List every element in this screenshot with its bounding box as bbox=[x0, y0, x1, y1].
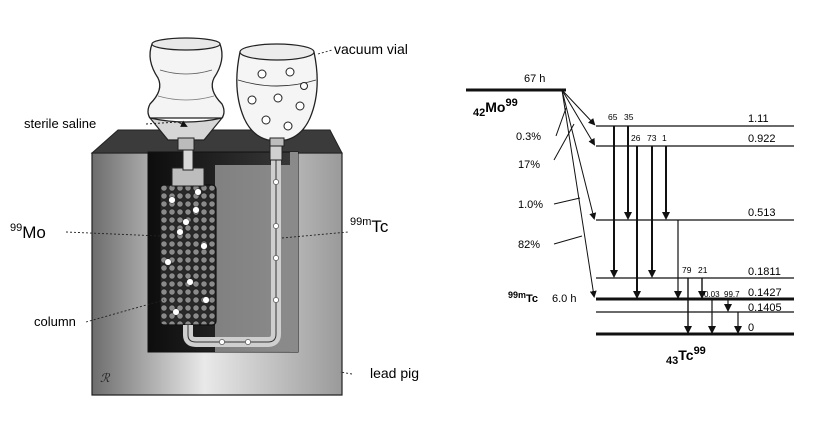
label-column: column bbox=[34, 314, 76, 329]
energy-0-1405: 0.1405 bbox=[748, 302, 782, 314]
column bbox=[159, 184, 217, 326]
gamma-intensity-0-03: 0.03 bbox=[704, 290, 720, 299]
gamma-intensity-79: 79 bbox=[682, 265, 692, 275]
energy-0: 0 bbox=[748, 322, 754, 334]
label-mo-99: 99Mo bbox=[10, 222, 46, 242]
beta-arrow-0-1427 bbox=[561, 89, 597, 298]
beta-branch-0-3: 0.3% bbox=[516, 131, 541, 143]
label-sterile-saline: sterile saline bbox=[24, 116, 96, 131]
beta-arrow-0-922 bbox=[561, 89, 596, 146]
parent-half-life: 67 h bbox=[524, 73, 545, 85]
beta-branch-1-0: 1.0% bbox=[518, 199, 543, 211]
generator-illustration: ℛ vacuum vial sterile saline 99Mo 99mTc … bbox=[10, 37, 419, 396]
publisher-mark: ℛ bbox=[100, 371, 111, 385]
parent-nuclide-label: 42Mo99 bbox=[473, 97, 518, 119]
energy-0-513: 0.513 bbox=[748, 207, 776, 219]
energy-1-11: 1.11 bbox=[748, 113, 769, 125]
lead-pig-top bbox=[90, 129, 343, 154]
decay-scheme: 67 h 42Mo99 1.11 0.922 0.513 0.1811 0.14… bbox=[466, 73, 794, 367]
vacuum-vial bbox=[236, 43, 318, 147]
gamma-intensity-99-7: 99.7 bbox=[724, 290, 740, 299]
gamma-intensity-21: 21 bbox=[698, 265, 708, 275]
gamma-intensity-65: 65 bbox=[608, 112, 618, 122]
gamma-intensity-26: 26 bbox=[631, 133, 641, 143]
saline-bottle bbox=[147, 37, 225, 151]
beta-arrow-0-513 bbox=[561, 89, 597, 220]
beta-arrow-1-11 bbox=[561, 89, 596, 126]
energy-0-1811: 0.1811 bbox=[748, 266, 781, 278]
gamma-intensity-35: 35 bbox=[624, 112, 634, 122]
beta-branch-17: 17% bbox=[518, 159, 540, 171]
gamma-intensity-73: 73 bbox=[647, 133, 657, 143]
energy-0-1427: 0.1427 bbox=[748, 287, 782, 299]
energy-0-922: 0.922 bbox=[748, 133, 776, 145]
label-tc-99m: 99mTc bbox=[350, 216, 389, 236]
isomer-label: 99mTc bbox=[508, 290, 538, 305]
daughter-nuclide-label: 43Tc99 bbox=[666, 345, 706, 367]
beta-branch-82: 82% bbox=[518, 239, 540, 251]
label-vacuum-vial: vacuum vial bbox=[334, 41, 408, 57]
isomer-half-life: 6.0 h bbox=[552, 293, 576, 305]
gamma-intensity-1: 1 bbox=[662, 133, 667, 143]
label-lead-pig: lead pig bbox=[370, 365, 419, 381]
